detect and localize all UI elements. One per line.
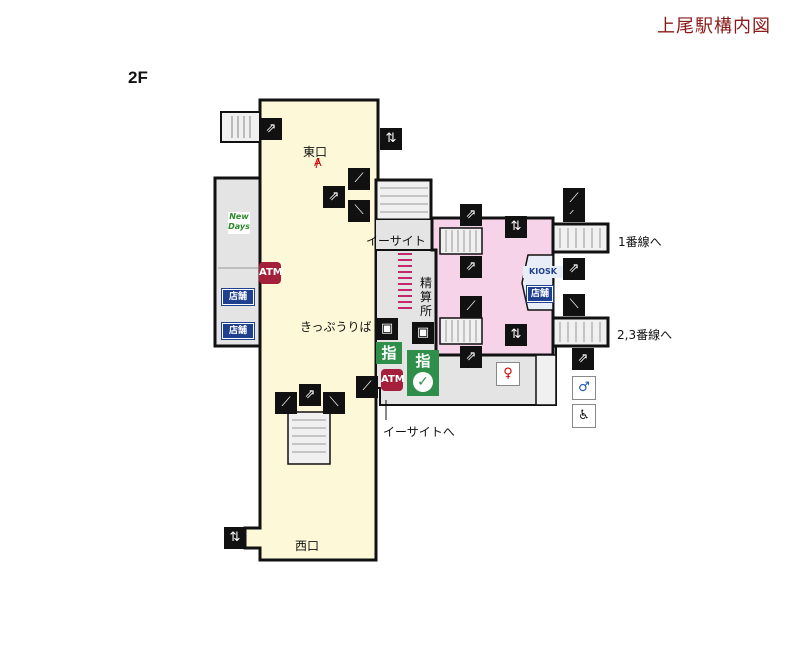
- east-exit-label: 東口: [303, 145, 328, 159]
- reserved-seat-tag: 指: [376, 342, 402, 364]
- ticket-machine-icon: ▣: [412, 322, 434, 344]
- stairs-icon: ⇗: [323, 186, 345, 208]
- stairs-top-left: [220, 111, 261, 143]
- escalator-icon: ⟋: [275, 392, 297, 414]
- elevator-icon: ⇅: [380, 128, 402, 150]
- fare-adjust-label: 精算所: [420, 276, 433, 318]
- track1-connector: [551, 222, 610, 254]
- stairs-icon: ⇗: [460, 204, 482, 226]
- wheelchair-icon: ♿: [572, 404, 596, 428]
- escalator-icon: ⟋: [348, 168, 370, 190]
- track23-label: 2,3番線へ: [617, 328, 673, 342]
- stairs-icon: ⇗: [460, 256, 482, 278]
- check-icon: ✓: [413, 372, 433, 392]
- esite-to-label: イーサイトへ: [383, 425, 455, 439]
- main-concourse: [243, 98, 380, 562]
- elevator-icon: ⇅: [505, 216, 527, 238]
- west-exit-label: 西口: [295, 539, 320, 553]
- elevator-icon: ⇅: [505, 324, 527, 346]
- track1-label: 1番線へ: [618, 235, 662, 249]
- map-title: 上尾駅構内図: [657, 16, 771, 37]
- concourse-staircase: [287, 411, 331, 465]
- wc-male-icon: ♂: [572, 376, 596, 400]
- reserved-seat-office-label: 指: [415, 352, 431, 370]
- kiosk-tag: KIOSK: [523, 266, 563, 278]
- shop-tag: 店舗: [221, 288, 255, 306]
- atm-tag: ATM: [259, 262, 283, 284]
- esite-passage: [376, 220, 441, 250]
- east-exit-pointer: [315, 157, 320, 169]
- shop-tag: 店舗: [221, 322, 255, 340]
- shop-tag: 店舗: [526, 285, 554, 303]
- gate-stairs-upper: [439, 227, 483, 255]
- stairs-up-icon: ⇗: [260, 118, 282, 140]
- escalator-icon: ⟍: [323, 392, 345, 414]
- wc-female-icon: ♀: [496, 362, 520, 386]
- escalator-icon: ⟋: [460, 296, 482, 318]
- restroom-stairs: [535, 354, 557, 406]
- stairs-icon: ⇗: [572, 348, 594, 370]
- escalator-icon: ⟋: [356, 376, 378, 398]
- stairs-icon: ⇗: [460, 346, 482, 368]
- newdays-logo: New Days: [228, 212, 250, 234]
- east-exit-marker: A: [314, 156, 322, 169]
- ticket-machine-icon: ▣: [376, 318, 398, 340]
- west-shop-area: [213, 176, 262, 348]
- elevator-icon: ⇅: [224, 527, 246, 549]
- gate-stairs-lower: [439, 317, 483, 345]
- ticket-area-label: きっぷうりば: [300, 320, 372, 334]
- track23-connector: [551, 316, 610, 348]
- stairs-icon: ⇗: [563, 258, 585, 280]
- bridge-upper: [374, 178, 433, 222]
- atm-tag: ATM: [381, 369, 405, 391]
- escalator-icon: ⟍: [563, 294, 585, 316]
- reserved-seat-office-tag: 指 ✓: [407, 350, 439, 396]
- esite-label: イーサイト: [366, 234, 426, 248]
- floor-label: 2F: [128, 68, 148, 87]
- escalator-icon: ⟋: [563, 188, 585, 210]
- escalator-icon: ⟍: [348, 200, 370, 222]
- stairs-icon: ⇗: [299, 384, 321, 406]
